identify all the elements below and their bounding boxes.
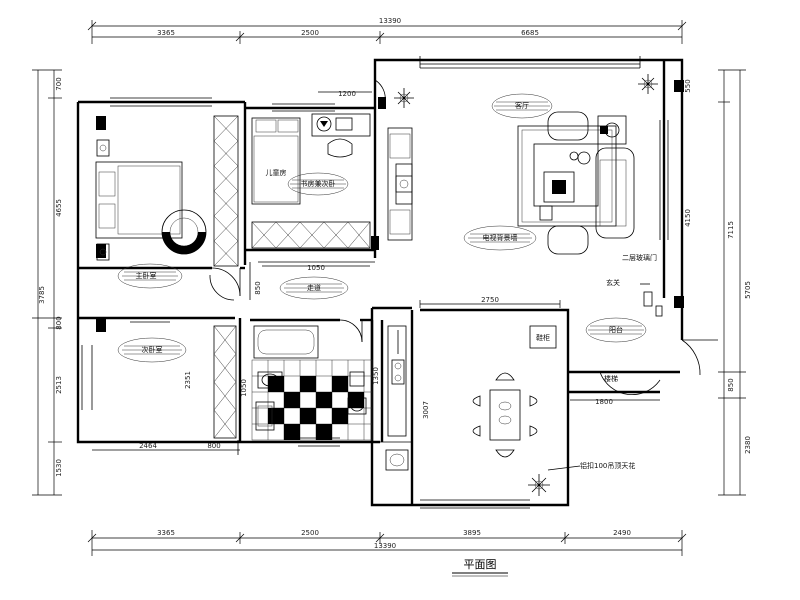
plant-icon-2 bbox=[638, 74, 658, 94]
bottom-dimensions: 3365 2500 3895 2490 13390 bbox=[87, 529, 687, 556]
corridor: 走道 1050 850 bbox=[254, 264, 370, 300]
room-label-balcony: 阳台 bbox=[609, 325, 623, 334]
plant-icon-3 bbox=[528, 474, 550, 496]
label-stair: 楼梯 bbox=[604, 374, 618, 383]
dim-right-5: 850 bbox=[727, 378, 735, 391]
master-bedroom-furniture: 主卧室 bbox=[95, 115, 239, 289]
note-cabinet: 鞋柜 bbox=[536, 333, 550, 342]
room-label-master: 主卧室 bbox=[136, 271, 157, 280]
dim-left-5: 2513 bbox=[55, 376, 63, 394]
left-dimensions: 700 4655 3785 800 2513 1530 bbox=[32, 69, 63, 496]
note-ceiling: 铝扣100吊顶天花 bbox=[580, 461, 635, 470]
dim-left-1: 700 bbox=[55, 77, 63, 90]
dim-left-2: 4655 bbox=[55, 199, 63, 217]
room-label-child: 儿童房 bbox=[266, 168, 287, 177]
note-entry: 玄关 bbox=[606, 278, 620, 287]
room-label-living: 客厅 bbox=[515, 101, 529, 110]
dim-overall-top: 13390 bbox=[379, 17, 401, 25]
dim-bottom-2: 2500 bbox=[301, 529, 319, 537]
dim-inner-2351: 2351 bbox=[184, 371, 192, 389]
plant-icon bbox=[394, 88, 414, 108]
dim-bottom-4: 2490 bbox=[613, 529, 631, 537]
dim-top-1: 3365 bbox=[157, 29, 175, 37]
note-glass-door: 二层玻璃门 bbox=[622, 253, 657, 262]
dim-inner-1050: 1050 bbox=[307, 264, 325, 272]
dim-top-3: 6685 bbox=[521, 29, 539, 37]
dim-left-3: 3785 bbox=[38, 286, 46, 304]
living-room: 客厅 电视背景墙 二层玻璃门 玄关 阳台 bbox=[387, 74, 663, 343]
dining-area: 2750 鞋柜 3007 铝扣100吊顶天花 楼梯 1800 bbox=[419, 296, 660, 496]
dim-left-4: 800 bbox=[55, 316, 63, 329]
dim-inner-1200: 1200 bbox=[338, 90, 356, 98]
doors bbox=[209, 79, 718, 455]
drawing-title-text: 平面图 bbox=[464, 558, 497, 571]
dim-top-2: 2500 bbox=[301, 29, 319, 37]
dim-inner-850: 850 bbox=[254, 281, 262, 294]
room-label-second-bedroom: 次卧室 bbox=[142, 345, 163, 354]
dim-right-2: 4150 bbox=[684, 209, 692, 227]
study-furniture: 儿童房 书房兼次卧 1200 bbox=[251, 90, 372, 249]
dim-inner-1800: 1800 bbox=[595, 398, 613, 406]
bathroom: 1050 1350 bbox=[240, 325, 380, 441]
dim-right-4: 5705 bbox=[744, 281, 752, 299]
drawing-title: 平面图 bbox=[452, 558, 508, 577]
dim-left-6: 1530 bbox=[55, 459, 63, 477]
dim-inner-800: 800 bbox=[207, 442, 220, 450]
room-label-tv-wall: 电视背景墙 bbox=[483, 233, 518, 242]
room-label-corridor: 走道 bbox=[307, 283, 321, 292]
dim-bottom-3: 3895 bbox=[463, 529, 481, 537]
dim-inner-2750: 2750 bbox=[481, 296, 499, 304]
dim-inner-3007: 3007 bbox=[422, 401, 430, 419]
second-bedroom: 次卧室 2351 2464 800 bbox=[92, 321, 240, 451]
interior-walls bbox=[78, 108, 414, 505]
dim-inner-2464: 2464 bbox=[139, 442, 157, 450]
exterior-walls bbox=[76, 56, 684, 509]
dim-bottom-1: 3365 bbox=[157, 529, 175, 537]
dim-inner-1350: 1350 bbox=[372, 367, 380, 385]
dim-overall-bottom: 13390 bbox=[374, 542, 396, 550]
dim-right-6: 2380 bbox=[744, 436, 752, 454]
dim-right-3: 7115 bbox=[727, 221, 735, 239]
room-label-study: 书房兼次卧 bbox=[301, 179, 336, 188]
top-dimensions: 13390 3365 2500 6685 bbox=[87, 17, 687, 44]
right-dimensions: 550 4150 7115 5705 850 2380 bbox=[684, 69, 752, 496]
kitchen-strip bbox=[385, 325, 409, 471]
dim-right-1: 550 bbox=[684, 79, 692, 92]
dim-inner-1050v: 1050 bbox=[240, 379, 248, 397]
